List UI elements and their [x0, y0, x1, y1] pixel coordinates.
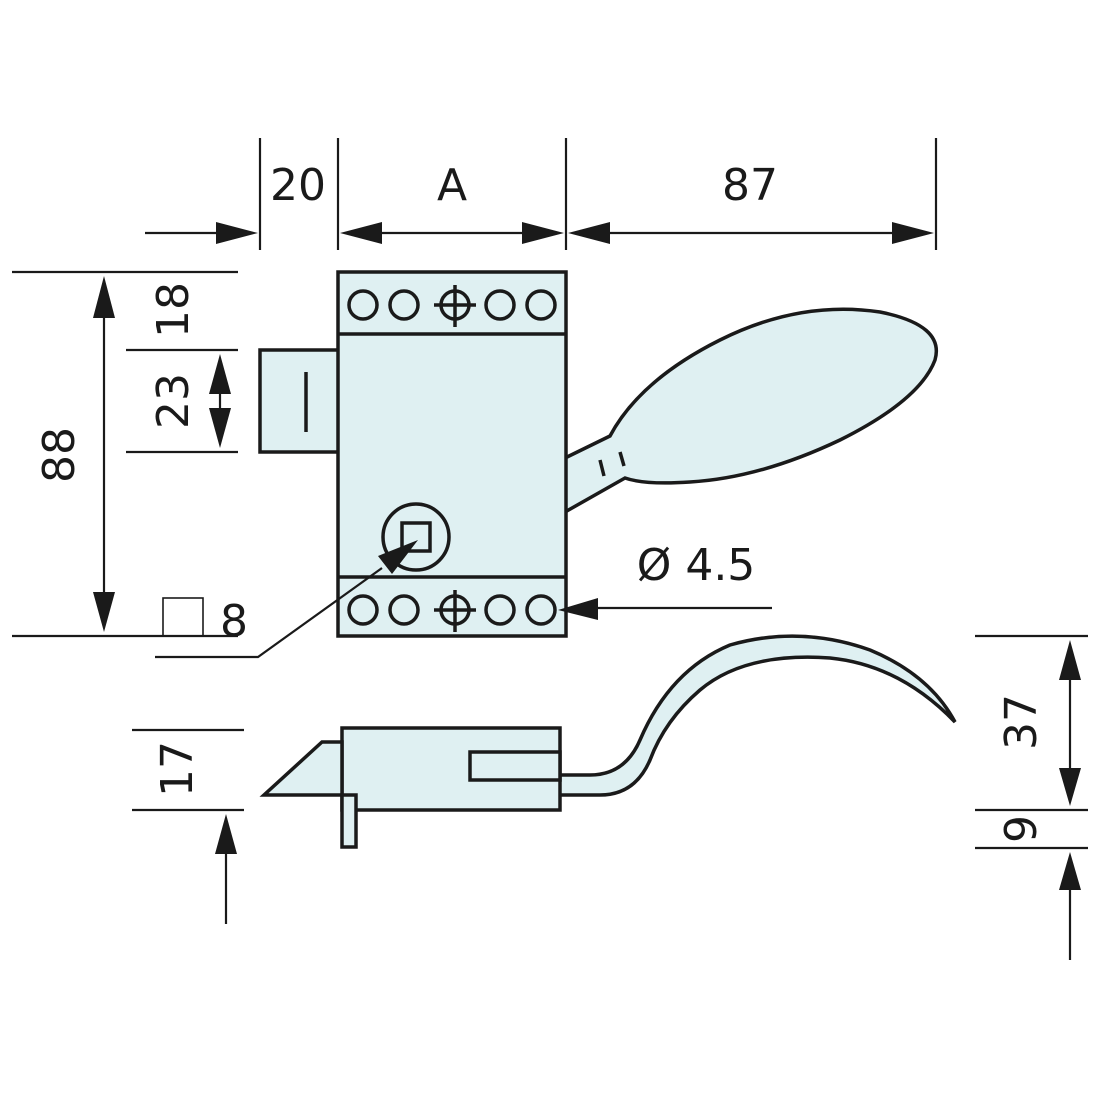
leader-lines	[155, 540, 772, 659]
dim-top-right: 87	[722, 160, 778, 211]
side-dimension-lines	[132, 634, 1088, 960]
dim-right-lever-height: 37	[996, 694, 1047, 750]
dim-side-thickness: 17	[152, 741, 203, 797]
dim-left-top: 18	[148, 282, 199, 338]
lock-body	[336, 270, 568, 638]
dim-left-bolt: 23	[148, 373, 199, 429]
top-dimension-lines	[145, 138, 938, 250]
dim-right-offset: 9	[996, 815, 1047, 843]
lever-top-view	[563, 307, 938, 516]
dim-top-left: 20	[270, 160, 326, 211]
square-symbol-icon	[162, 597, 204, 637]
dim-top-middle: A	[437, 160, 467, 211]
bottom-hole-row	[347, 590, 557, 632]
side-view	[259, 634, 957, 849]
left-dimension-lines	[12, 270, 238, 638]
top-hole-row	[347, 285, 557, 327]
dim-hole-diameter: Ø 4.5	[637, 540, 756, 591]
dim-square-drive: 8	[220, 596, 248, 647]
spindle-hole	[381, 502, 451, 572]
bolt	[258, 348, 344, 454]
dim-left-overall: 88	[34, 427, 85, 483]
